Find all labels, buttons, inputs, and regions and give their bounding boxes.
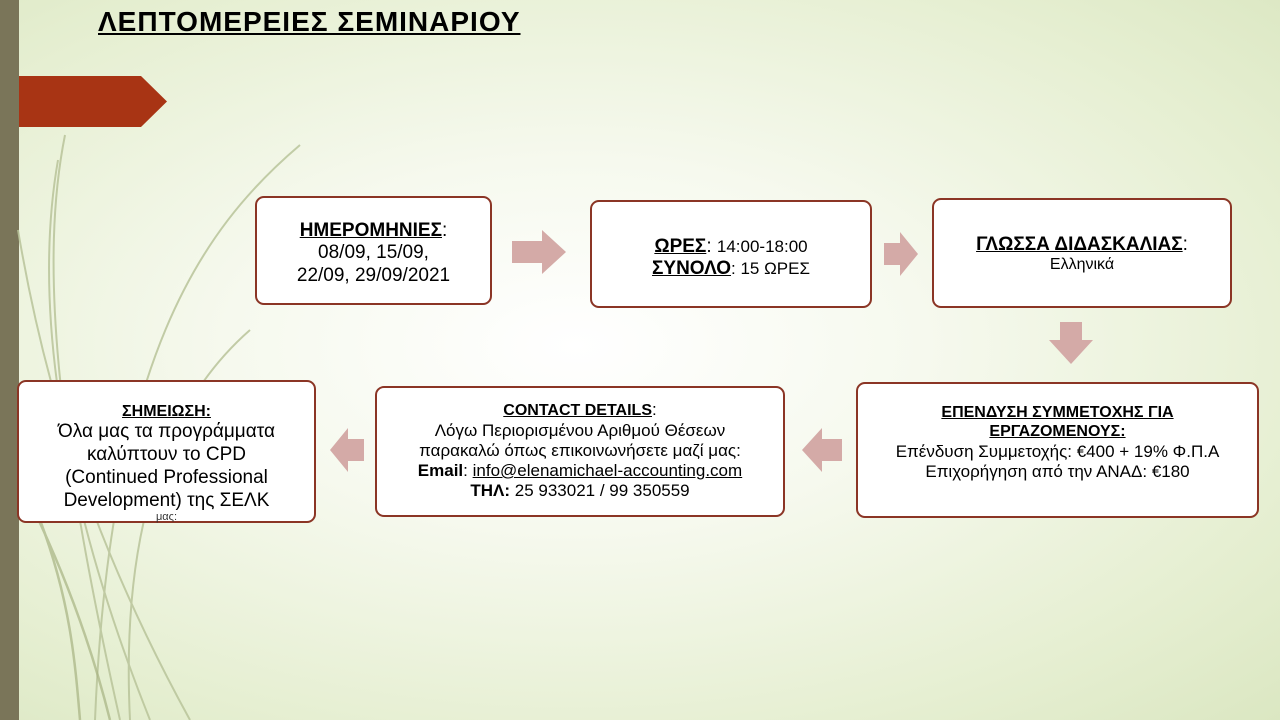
page-title: ΛΕΠΤΟΜΕΡΕΙΕΣ ΣΕΜΙΝΑΡΙΟΥ bbox=[98, 6, 521, 37]
cost-line2: Επιχορήγηση από την ΑΝΑΔ: €180 bbox=[925, 461, 1190, 481]
hours-value: 14:00-18:00 bbox=[716, 237, 808, 256]
total-label: ΣΥΝΟΛΟ bbox=[652, 258, 732, 280]
note-overflow-text: μας: bbox=[155, 511, 178, 524]
phone-label: ΤΗΛ: bbox=[470, 481, 511, 501]
dates-label: ΗΜΕΡΟΜΗΝΙΕΣ bbox=[299, 220, 442, 241]
dates-line2: 22/09, 29/09/2021 bbox=[296, 264, 451, 286]
note-box: ΣΗΜΕΙΩΣΗ: Όλα μας τα προγράμματα καλύπτο… bbox=[17, 380, 316, 523]
arrow-right-icon bbox=[512, 230, 566, 274]
email-link[interactable]: info@elenamichael-accounting.com bbox=[472, 460, 743, 480]
note-label: ΣΗΜΕΙΩΣΗ: bbox=[122, 403, 211, 420]
arrow-left-icon bbox=[330, 428, 364, 472]
total-value: 15 ΩΡΕΣ bbox=[740, 259, 810, 279]
note-line2: καλύπτουν το CPD bbox=[87, 443, 246, 465]
arrow-left-icon bbox=[802, 428, 842, 472]
arrow-down-icon bbox=[1049, 322, 1093, 364]
contact-label: CONTACT DETAILS bbox=[503, 402, 652, 419]
cost-label: ΕΠΕΝΔΥΣΗ ΣΥΜΜΕΤΟΧΗΣ ΓΙΑ ΕΡΓΑΖΟΜΕΝΟΥΣ: bbox=[941, 404, 1174, 440]
note-line1: Όλα μας τα προγράμματα bbox=[58, 421, 275, 443]
language-box: ΓΛΩΣΣΑ ΔΙΔΑΣΚΑΛΙΑΣ: Ελληνικά bbox=[932, 198, 1232, 308]
contact-line2: παρακαλώ όπως επικοινωνήσετε μαζί μας: bbox=[419, 440, 741, 460]
left-accent-bar bbox=[0, 0, 19, 720]
phone-value: 25 933021 / 99 350559 bbox=[514, 481, 690, 501]
email-label: Email bbox=[417, 460, 464, 480]
arrow-right-icon bbox=[884, 232, 918, 276]
note-line3: (Continued Professional bbox=[65, 466, 268, 488]
contact-line1: Λόγω Περιορισμένου Αριθμού Θέσεων bbox=[434, 420, 726, 440]
language-value: Ελληνικά bbox=[1049, 256, 1115, 274]
cost-line1: Επένδυση Συμμετοχής: €400 + 19% Φ.Π.Α bbox=[895, 441, 1220, 461]
hours-box: ΩΡΕΣ: 14:00-18:00 ΣΥΝΟΛΟ: 15 ΩΡΕΣ bbox=[590, 200, 872, 308]
language-label: ΓΛΩΣΣΑ ΔΙΔΑΣΚΑΛΙΑΣ bbox=[976, 234, 1183, 255]
dates-colon: : bbox=[442, 220, 448, 241]
dates-line1: 08/09, 15/09, bbox=[318, 242, 429, 264]
dates-box: ΗΜΕΡΟΜΗΝΙΕΣ: 08/09, 15/09, 22/09, 29/09/… bbox=[255, 196, 492, 305]
note-line4: Development) της ΣΕΛΚ bbox=[63, 489, 270, 511]
contact-box: CONTACT DETAILS: Λόγω Περιορισμένου Αριθ… bbox=[375, 386, 785, 517]
title-marker-tab bbox=[19, 76, 167, 127]
hours-label: ΩΡΕΣ bbox=[654, 236, 707, 257]
cost-box: ΕΠΕΝΔΥΣΗ ΣΥΜΜΕΤΟΧΗΣ ΓΙΑ ΕΡΓΑΖΟΜΕΝΟΥΣ: Επ… bbox=[856, 382, 1259, 518]
